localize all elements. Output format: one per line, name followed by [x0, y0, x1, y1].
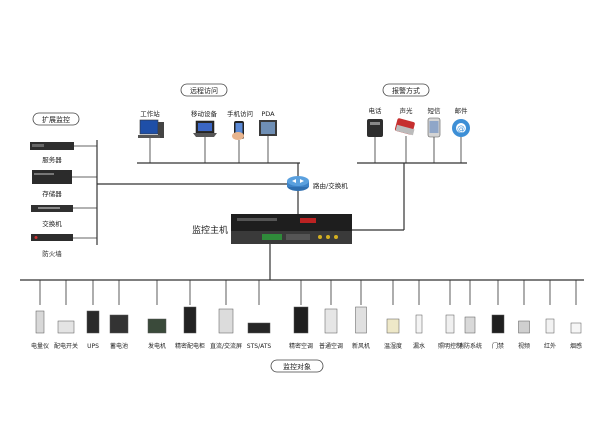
svg-text:工作站: 工作站	[140, 109, 160, 118]
monitored-device-label: 红外	[544, 342, 556, 350]
svg-text:监控主机: 监控主机	[192, 224, 228, 236]
monitored-objects-tag: 监控对象	[270, 359, 324, 373]
svg-text:手机访问: 手机访问	[227, 109, 253, 118]
monitored-device-label: 蓄电池	[110, 342, 128, 350]
pda-device: PDA	[259, 110, 277, 163]
monitored-device-14: 消防系统	[458, 280, 482, 350]
svg-text:移动设备: 移动设备	[191, 109, 218, 118]
monitored-device-icon	[464, 316, 476, 334]
remote-group: 远程访问 工作站 移动设备 手机访问 PDA	[137, 83, 300, 178]
monitored-device-16: 视频	[518, 280, 530, 350]
monitored-device-icon	[491, 314, 505, 334]
monitored-device-icon	[324, 308, 338, 334]
sound-light-device: 声光	[394, 106, 415, 163]
monitored-device-icon	[545, 318, 555, 334]
monitored-device-2: UPS	[86, 280, 100, 350]
phone-access-device: 手机访问	[227, 109, 253, 163]
monitored-device-label: 照明控制	[438, 342, 462, 350]
router-node: 路由/交换机	[287, 176, 348, 214]
monitored-device-18: 烟感	[570, 280, 582, 350]
remote-tag: 远程访问	[180, 83, 228, 97]
svg-text:邮件: 邮件	[455, 106, 469, 115]
alarm-group: 报警方式 电话 声光 短信 邮件 @	[352, 83, 470, 231]
monitored-device-label: STS/ATS	[247, 343, 272, 350]
firewall-device: 防火墙	[31, 234, 97, 258]
svg-text:路由/交换机: 路由/交换机	[313, 181, 348, 190]
monitored-device-icon	[183, 306, 197, 334]
monitored-device-label: UPS	[87, 343, 99, 350]
monitored-device-4: 发电机	[147, 280, 167, 350]
monitored-device-icon	[386, 318, 400, 334]
monitored-device-icon	[355, 306, 367, 334]
monitored-device-label: 漏水	[413, 342, 425, 350]
monitored-objects-group: 电量仪配电开关 UPS 蓄电池 发电机 精密配电柜直流/交流屏 STS/ATS 精密空调普通…	[20, 279, 584, 373]
monitored-device-icon	[518, 320, 530, 334]
svg-text:监控对象: 监控对象	[283, 362, 311, 371]
monitored-device-3: 蓄电池	[109, 280, 129, 350]
svg-text:防火墙: 防火墙	[42, 249, 62, 258]
monitored-device-10: 新风机	[352, 280, 370, 350]
svg-text:报警方式: 报警方式	[392, 86, 420, 95]
sms-device: 短信	[428, 106, 442, 163]
monitored-device-icon	[35, 310, 45, 334]
monitored-device-label: 发电机	[148, 342, 166, 350]
monitored-device-label: 普通空调	[319, 342, 343, 350]
svg-text:服务器: 服务器	[42, 155, 62, 164]
monitored-device-icon	[57, 320, 75, 334]
svg-text:@: @	[457, 124, 465, 133]
expansion-tag: 扩展监控	[32, 112, 80, 126]
monitored-device-label: 消防系统	[458, 342, 482, 350]
switch-device: 交换机	[31, 205, 97, 228]
monitored-device-5: 精密配电柜	[175, 280, 205, 350]
svg-text:扩展监控: 扩展监控	[42, 115, 70, 124]
monitored-device-icon	[570, 322, 582, 334]
monitored-device-label: 电量仪	[31, 342, 49, 350]
svg-text:电话: 电话	[369, 106, 383, 115]
monitored-device-icon	[415, 314, 423, 334]
workstation-device: 工作站	[138, 109, 164, 163]
monitored-device-6: 直流/交流屏	[210, 280, 242, 350]
alarm-tag: 报警方式	[382, 83, 430, 97]
monitored-device-11: 温湿度	[384, 280, 402, 350]
monitored-device-17: 红外	[544, 280, 556, 350]
monitored-device-label: 配电开关	[54, 342, 78, 350]
monitored-device-label: 精密配电柜	[175, 342, 205, 350]
monitored-device-label: 视频	[518, 342, 530, 350]
monitored-device-8: 精密空调	[289, 280, 313, 350]
monitored-device-icon	[247, 322, 271, 334]
telephone-device: 电话	[367, 106, 383, 163]
monitored-device-icon	[445, 314, 455, 334]
monitored-device-icon	[147, 318, 167, 334]
expansion-group: 扩展监控 服务器 存储器 交换机 防火墙	[30, 112, 292, 258]
monitored-device-label: 精密空调	[289, 342, 313, 350]
monitored-device-12: 漏水	[413, 280, 425, 350]
svg-text:交换机: 交换机	[42, 219, 62, 228]
monitored-device-icon	[109, 314, 129, 334]
monitored-device-label: 烟感	[570, 342, 582, 350]
server-device: 服务器	[30, 142, 97, 164]
svg-text:声光: 声光	[400, 106, 414, 115]
mobile-device: 移动设备	[191, 109, 218, 163]
monitored-device-7: STS/ATS	[247, 280, 272, 350]
svg-text:PDA: PDA	[261, 110, 275, 118]
email-device: 邮件 @	[452, 106, 470, 163]
svg-text:短信: 短信	[428, 106, 442, 115]
monitored-device-label: 直流/交流屏	[210, 342, 242, 350]
monitored-device-0: 电量仪	[31, 280, 49, 350]
monitored-device-icon	[293, 306, 309, 334]
storage-device: 存储器	[32, 170, 97, 198]
monitored-device-1: 配电开关	[54, 280, 78, 350]
monitored-device-13: 照明控制	[438, 280, 462, 350]
monitored-device-15: 门禁	[491, 280, 505, 350]
monitored-device-label: 门禁	[492, 342, 504, 350]
monitoring-host: 监控主机	[192, 214, 352, 280]
svg-text:存储器: 存储器	[42, 189, 62, 198]
monitored-device-icon	[218, 308, 234, 334]
svg-text:远程访问: 远程访问	[190, 86, 218, 95]
monitored-device-icon	[86, 310, 100, 334]
monitored-device-label: 新风机	[352, 342, 370, 350]
monitored-device-9: 普通空调	[319, 280, 343, 350]
monitored-device-label: 温湿度	[384, 342, 402, 350]
